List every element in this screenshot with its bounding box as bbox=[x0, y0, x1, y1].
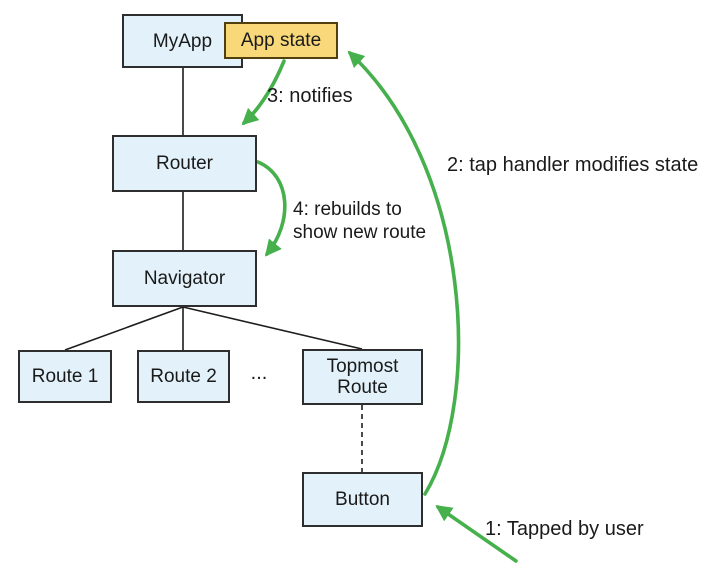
edge-navigator-route1 bbox=[64, 306, 184, 351]
node-navigator: Navigator bbox=[112, 250, 257, 307]
label-step3-notifies: 3: notifies bbox=[267, 85, 353, 107]
node-myapp: MyApp bbox=[122, 14, 243, 68]
arrow-step4-rebuilds bbox=[256, 160, 287, 257]
arrow-step2-modifies-state bbox=[347, 50, 461, 496]
node-topmost-route: Topmost Route bbox=[302, 349, 423, 405]
node-route-2: Route 2 bbox=[137, 350, 230, 403]
label-step4-rebuilds: 4: rebuilds to show new route bbox=[293, 199, 427, 243]
node-app-state: App state bbox=[224, 22, 338, 59]
node-router: Router bbox=[112, 135, 257, 192]
node-button: Button bbox=[302, 472, 423, 527]
label-step1-tapped: 1: Tapped by user bbox=[485, 518, 644, 540]
arrow-step3-notifies bbox=[241, 59, 286, 126]
label-step2-modifies-state: 2: tap handler modifies state bbox=[447, 154, 699, 176]
routes-ellipsis: ... bbox=[250, 362, 268, 384]
arrow-step1-tapped bbox=[435, 505, 518, 563]
edge-navigator-topmost bbox=[182, 306, 363, 350]
node-route-1: Route 1 bbox=[18, 350, 112, 403]
